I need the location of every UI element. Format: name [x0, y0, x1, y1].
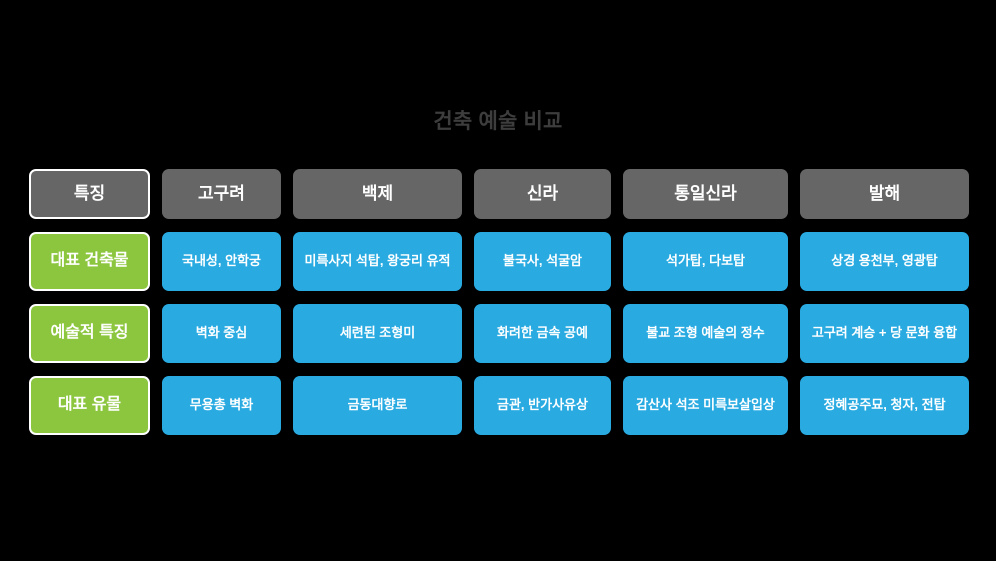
slide-title: 건축 예술 비교 — [433, 110, 563, 133]
table-header-cell-0: 특징 — [29, 169, 150, 219]
table-row: 예술적 특징 벽화 중심 세련된 조형미 화려한 금속 공예 불교 조형 예술의… — [29, 304, 969, 363]
table-header-cell-1: 고구려 — [162, 169, 281, 219]
row-label-1: 예술적 특징 — [29, 304, 150, 363]
table-header-cell-5: 발해 — [800, 169, 969, 219]
table-cell-2-0: 무용총 벽화 — [162, 376, 281, 435]
row-label-2: 대표 유물 — [29, 376, 150, 435]
table-cell-0-2: 불국사, 석굴암 — [474, 232, 611, 291]
table-header-cell-4: 통일신라 — [623, 169, 788, 219]
table-cell-0-4: 상경 용천부, 영광탑 — [800, 232, 969, 291]
table-cell-2-3: 감산사 석조 미륵보살입상 — [623, 376, 788, 435]
table-header-cell-2: 백제 — [293, 169, 462, 219]
table-row: 대표 유물 무용총 벽화 금동대향로 금관, 반가사유상 감산사 석조 미륵보살… — [29, 376, 969, 435]
table-cell-2-1: 금동대향로 — [293, 376, 462, 435]
table-cell-2-2: 금관, 반가사유상 — [474, 376, 611, 435]
table-cell-1-2: 화려한 금속 공예 — [474, 304, 611, 363]
comparison-table: 특징 고구려 백제 신라 통일신라 발해 대표 건축물 국내성, 안학궁 미륵사… — [29, 169, 969, 435]
table-cell-2-4: 정혜공주묘, 청자, 전탑 — [800, 376, 969, 435]
table-cell-1-3: 불교 조형 예술의 정수 — [623, 304, 788, 363]
table-header-cell-3: 신라 — [474, 169, 611, 219]
table-cell-1-1: 세련된 조형미 — [293, 304, 462, 363]
table-cell-0-3: 석가탑, 다보탑 — [623, 232, 788, 291]
table-cell-1-0: 벽화 중심 — [162, 304, 281, 363]
table-header-row: 특징 고구려 백제 신라 통일신라 발해 — [29, 169, 969, 219]
table-cell-0-1: 미륵사지 석탑, 왕궁리 유적 — [293, 232, 462, 291]
table-cell-0-0: 국내성, 안학궁 — [162, 232, 281, 291]
table-row: 대표 건축물 국내성, 안학궁 미륵사지 석탑, 왕궁리 유적 불국사, 석굴암… — [29, 232, 969, 291]
row-label-0: 대표 건축물 — [29, 232, 150, 291]
table-cell-1-4: 고구려 계승 + 당 문화 융합 — [800, 304, 969, 363]
